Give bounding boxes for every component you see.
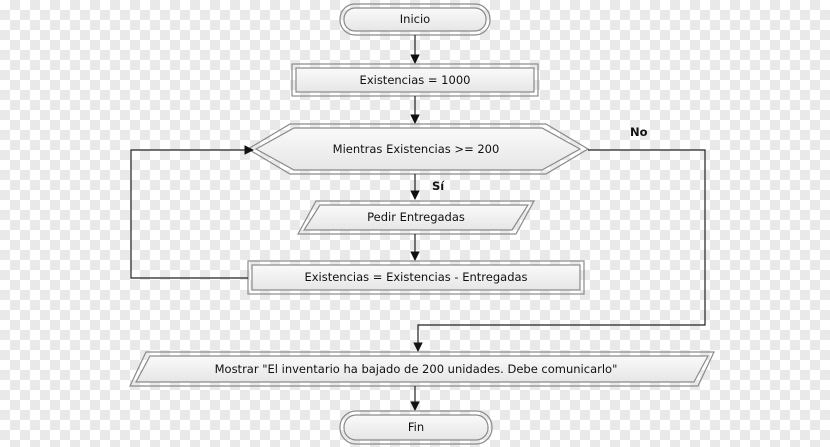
assign-initial-label: Existencias = 1000 (360, 73, 471, 87)
assign-initial-box: Existencias = 1000 (291, 63, 539, 97)
end-terminal: Fin (339, 410, 493, 445)
branch-no-label: No (630, 125, 648, 139)
start-terminal: Inicio (339, 3, 491, 36)
output-step-label: Mostrar "El inventario ha bajado de 200 … (215, 362, 618, 376)
input-step-parallelogram: Pedir Entregadas (296, 200, 536, 235)
update-step-label: Existencias = Existencias - Entregadas (304, 270, 527, 284)
loop-condition-hexagon: Mientras Existencias >= 200 (246, 123, 590, 175)
output-step-parallelogram: Mostrar "El inventario ha bajado de 200 … (129, 351, 715, 387)
start-label: Inicio (400, 12, 430, 26)
branch-yes-label: Sí (432, 179, 445, 193)
connector-loop-back (130, 145, 254, 279)
input-step-label: Pedir Entregadas (367, 210, 465, 224)
loop-condition-label: Mientras Existencias >= 200 (333, 142, 500, 156)
end-label: Fin (408, 420, 424, 434)
update-step-box: Existencias = Existencias - Entregadas (247, 260, 585, 295)
connector-condition-no-to-output (413, 149, 706, 352)
